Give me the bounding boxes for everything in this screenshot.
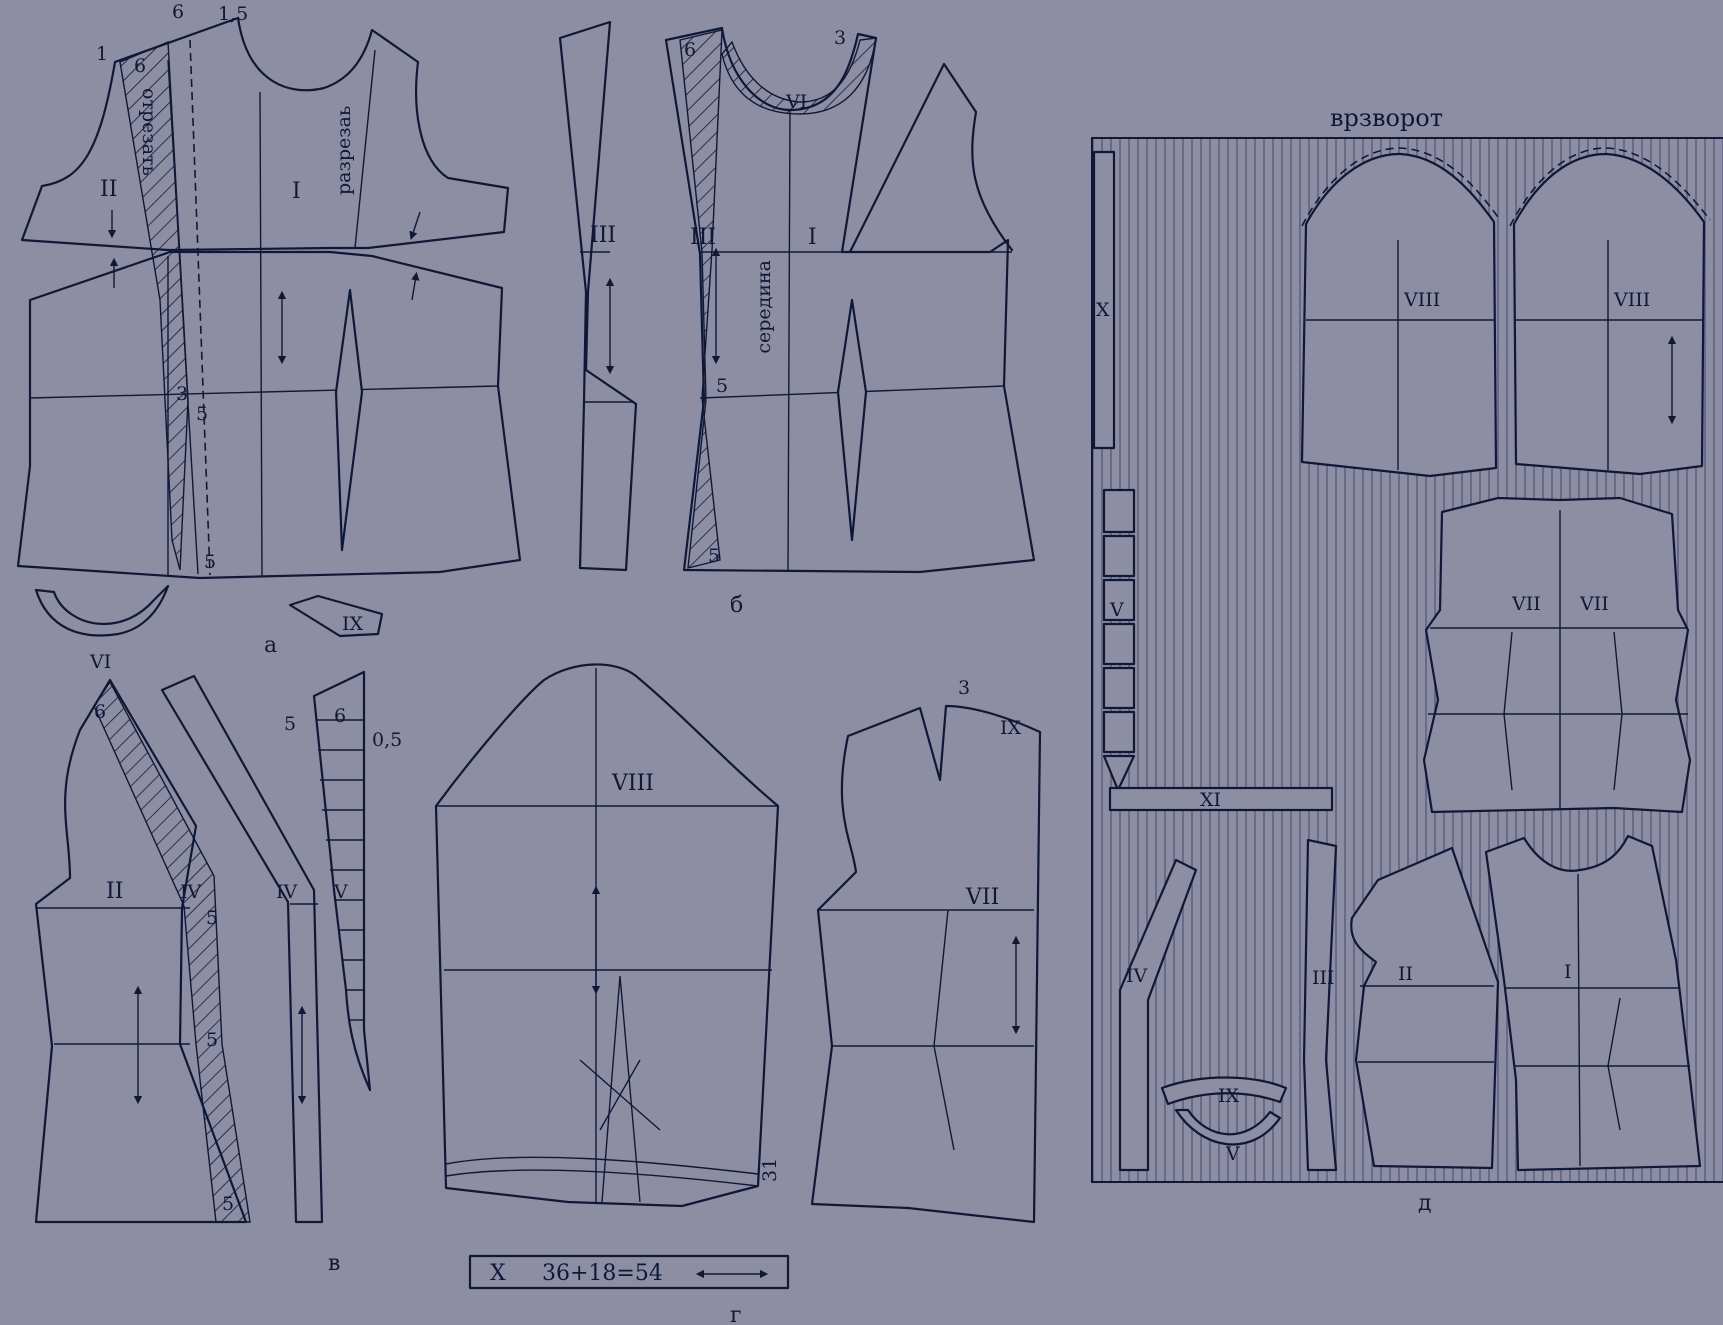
piece-VIII-g-label: VIII <box>611 771 654 796</box>
piece-III-label: III <box>590 223 616 248</box>
panel-d-caption: д <box>1418 1191 1432 1216</box>
piece-VI-collar <box>34 584 170 637</box>
piece-II-label: II <box>100 177 117 202</box>
piece-I-b-label: I <box>808 225 817 250</box>
mark-5-v3: 5 <box>222 1193 234 1215</box>
mark-5a: 5 <box>196 403 208 425</box>
piece-VIII-d2 <box>1512 152 1706 476</box>
mark-05: 0,5 <box>372 729 402 751</box>
panel-d: врзворот X VIII VIII VII VII <box>1091 104 1723 1216</box>
piece-X-strip <box>468 1254 790 1290</box>
mark-1: 1 <box>96 43 108 65</box>
panel-b-caption: б <box>730 593 743 618</box>
piece-IV-d <box>1118 858 1198 1172</box>
piece-VII-front: VII 3 IX <box>810 677 1042 1224</box>
piece-V-d-label: V <box>1109 599 1124 621</box>
panel-g-caption: г <box>730 1303 742 1325</box>
formula-text: 36+18=54 <box>542 1261 663 1286</box>
piece-IX-small <box>288 594 384 638</box>
piece-V-chain <box>1102 488 1136 792</box>
piece-IV-label: IV <box>276 881 298 903</box>
seredina-text: середина <box>753 260 775 354</box>
piece-IX-d <box>1160 1076 1288 1106</box>
piece-II-d <box>1350 846 1500 1170</box>
mark-1-5: 1,5 <box>218 3 248 25</box>
mark-5-b2: 5 <box>708 545 720 567</box>
vrzvorot-label: врзворот <box>1330 104 1443 132</box>
piece-I-label: I <box>292 179 301 204</box>
mark-31: 31 <box>759 1158 781 1182</box>
piece-III-b-label: III <box>690 225 716 250</box>
panel-g: VIII 31 X 36+18=54 г <box>434 663 790 1325</box>
piece-I-d-label: I <box>1564 961 1572 983</box>
mark-5-b: 5 <box>716 375 728 397</box>
piece-III-d <box>1302 838 1338 1172</box>
piece-VIII-d1-label: VIII <box>1403 289 1440 311</box>
mark-3-b: 3 <box>834 27 846 49</box>
piece-III-d-label: III <box>1312 967 1335 989</box>
piece-X-text: X <box>490 1261 506 1286</box>
piece-IV-v-label: IV <box>180 881 202 903</box>
panel-v-caption: в <box>328 1251 340 1276</box>
mark-5-v1: 5 <box>206 907 218 929</box>
mark-6-v: 6 <box>94 701 106 723</box>
piece-VII-d2-label: VII <box>1579 593 1609 615</box>
mark-5-v2: 5 <box>206 1029 218 1051</box>
panel-b: III I III VI 6 3 5 5 середина б <box>558 20 1036 618</box>
front-lower-piece <box>16 250 522 580</box>
mark-6-v4: 6 <box>334 705 346 727</box>
piece-V-d-curve <box>1174 1108 1282 1146</box>
piece-X-d <box>1092 150 1116 450</box>
piece-IX-label: IX <box>342 613 364 635</box>
piece-IV-strip <box>160 674 324 1224</box>
mark-6-top: 6 <box>172 1 184 23</box>
piece-III-strip <box>558 20 638 572</box>
razrezat-text: разрезаь <box>333 106 355 195</box>
piece-II-v-label: II <box>106 879 123 904</box>
piece-V-hatch <box>316 719 364 1021</box>
panel-a-caption: а <box>264 633 277 658</box>
piece-IX-vii-label: IX <box>1000 717 1022 739</box>
piece-VI-label: VI <box>89 651 111 673</box>
piece-VIII-d1 <box>1300 152 1498 478</box>
piece-XI-d-label: XI <box>1200 789 1221 811</box>
mark-6: 6 <box>134 55 146 77</box>
piece-X-d-label: X <box>1096 299 1110 321</box>
panel-a: I II 1 6 1,5 6 3 5 5 отрезать разрезаь V… <box>16 1 522 673</box>
piece-I-d <box>1484 834 1702 1172</box>
piece-VIII-d2-label: VIII <box>1613 289 1650 311</box>
otrezat-text: отрезать <box>138 88 160 176</box>
mark-6-b: 6 <box>684 39 696 61</box>
panel-v: II IV 6 5 5 5 IV V 6 5 0,5 в <box>34 670 402 1276</box>
piece-V-label: V <box>333 881 348 903</box>
piece-II-d-label: II <box>1398 963 1413 985</box>
front-upper-piece <box>20 16 510 252</box>
piece-VII-d1-label: VII <box>1511 593 1541 615</box>
mark-5b: 5 <box>204 551 216 573</box>
piece-XI-d <box>1108 786 1334 812</box>
piece-VII-d <box>1422 496 1692 814</box>
piece-VI-b-label: VI <box>785 91 807 113</box>
piece-VII-label: VII <box>965 885 999 910</box>
piece-IX-d-label: IX <box>1218 1085 1240 1107</box>
piece-IV-d-label: IV <box>1126 965 1148 987</box>
piece-V-d2-label: V <box>1225 1143 1240 1165</box>
mark-5-v4: 5 <box>284 713 296 735</box>
mark-3-vii: 3 <box>958 677 970 699</box>
piece-VIII-sleeve <box>434 663 780 1208</box>
mark-3: 3 <box>176 383 188 405</box>
